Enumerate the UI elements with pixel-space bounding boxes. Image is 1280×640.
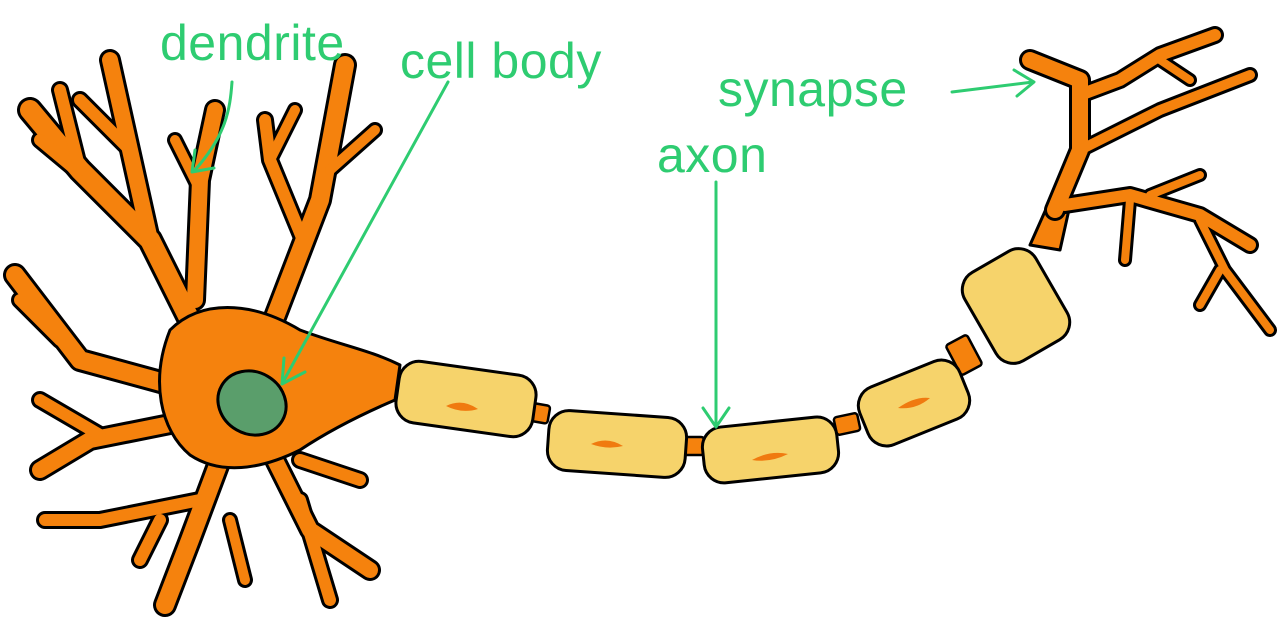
- label-dendrite: dendrite: [160, 15, 345, 71]
- dendrite-arrowhead: [190, 148, 216, 174]
- myelin-sheath: [700, 415, 841, 485]
- schwann-nucleus: [898, 397, 930, 409]
- dendrites: [3, 49, 383, 617]
- myelin-sheath: [394, 359, 538, 439]
- axon-arrowhead: [701, 406, 731, 429]
- schwann-nucleus: [446, 402, 478, 411]
- label-synapse: synapse: [718, 61, 908, 117]
- dendrite-arrow: [193, 80, 234, 172]
- dendrite-branches-fill: [6, 52, 380, 614]
- label-cell-body: cell body: [400, 33, 602, 89]
- label-synapse-group: synapse: [718, 61, 1036, 117]
- nucleus: [216, 369, 288, 437]
- node-of-ranvier: [945, 334, 983, 376]
- synapse-arrowhead: [1012, 68, 1036, 98]
- schwann-nucleus: [752, 452, 788, 461]
- schwann-nucleus: [591, 440, 623, 448]
- label-axon-group: axon: [657, 127, 767, 429]
- cell-body-arrow: [281, 80, 450, 384]
- synapse-arrow: [950, 80, 1035, 94]
- label-axon: axon: [657, 127, 767, 183]
- axon-terminals: [1019, 26, 1277, 337]
- myelin-sheath: [960, 247, 1072, 365]
- label-dendrite-group: dendrite: [160, 15, 345, 174]
- cell-body-arrowhead: [280, 356, 307, 386]
- axon: [394, 198, 1072, 485]
- axon-terminal-fill: [1022, 29, 1274, 334]
- label-cell-body-group: cell body: [280, 33, 602, 386]
